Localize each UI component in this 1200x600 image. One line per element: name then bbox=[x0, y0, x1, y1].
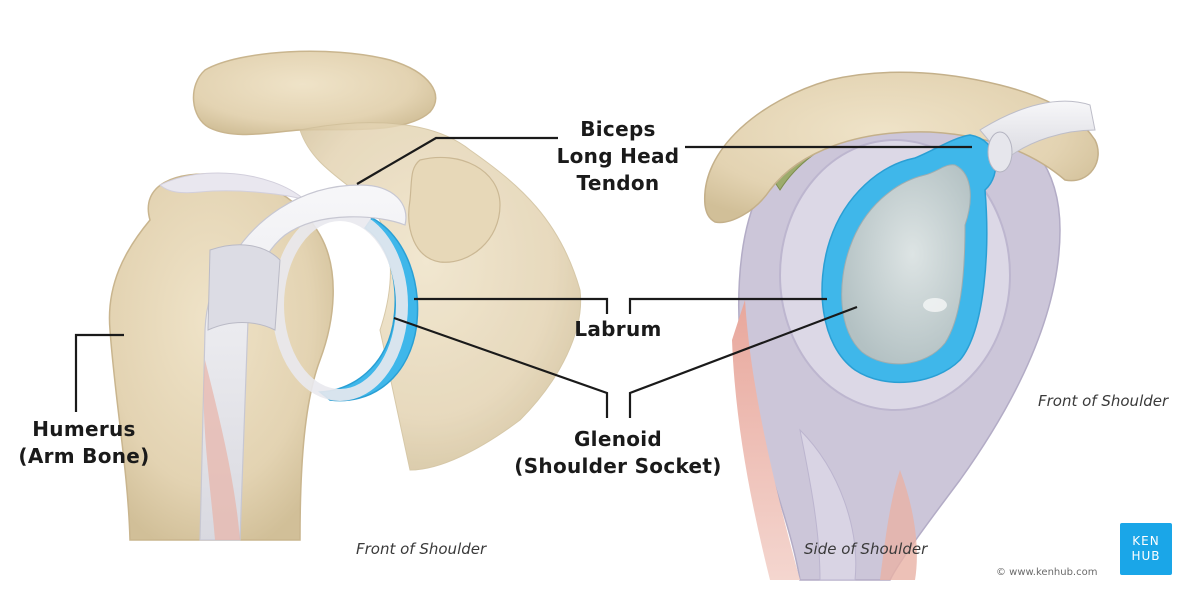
labrum-leader-right bbox=[628, 297, 827, 314]
biceps-leader-left bbox=[356, 136, 558, 185]
biceps-tendon-label: Biceps Long Head Tendon bbox=[556, 117, 680, 195]
biceps-tendon-origin bbox=[987, 131, 1013, 173]
side-view-caption: Side of Shoulder bbox=[804, 540, 928, 558]
side-view-anatomy bbox=[704, 71, 1099, 581]
tendon-sheath bbox=[207, 244, 281, 331]
glenoid-highlight bbox=[923, 298, 947, 312]
front-view-caption-right: Front of Shoulder bbox=[1038, 392, 1169, 410]
leader-lines bbox=[74, 136, 972, 418]
acromion-bone bbox=[192, 50, 437, 136]
logo-line-1: KEN bbox=[1132, 534, 1160, 548]
labrum-label: Labrum bbox=[574, 317, 662, 341]
biceps-muscle-front bbox=[203, 360, 240, 540]
coracoid-bone bbox=[408, 156, 501, 263]
logo-line-2: HUB bbox=[1131, 549, 1161, 563]
humerus-label: Humerus (Arm Bone) bbox=[18, 417, 150, 468]
deltoid-muscle bbox=[732, 300, 800, 580]
front-view-anatomy bbox=[108, 50, 582, 541]
glenoid-face bbox=[841, 164, 971, 365]
humerus-cartilage bbox=[159, 172, 306, 201]
kenhub-logo: KEN HUB bbox=[1120, 523, 1172, 575]
left-view-caption: Front of Shoulder bbox=[356, 540, 487, 558]
teres-muscle bbox=[799, 428, 857, 581]
labrum-leader-left bbox=[414, 297, 609, 314]
acromion-side bbox=[704, 71, 1099, 224]
humerus-leader bbox=[74, 333, 124, 412]
glenoid-leader-right bbox=[628, 305, 858, 418]
copyright-text: © www.kenhub.com bbox=[996, 567, 1098, 578]
glenoid-leader-left bbox=[393, 316, 609, 418]
deltoid-muscle-lower bbox=[880, 470, 917, 580]
glenoid-label: Glenoid (Shoulder Socket) bbox=[514, 427, 722, 478]
